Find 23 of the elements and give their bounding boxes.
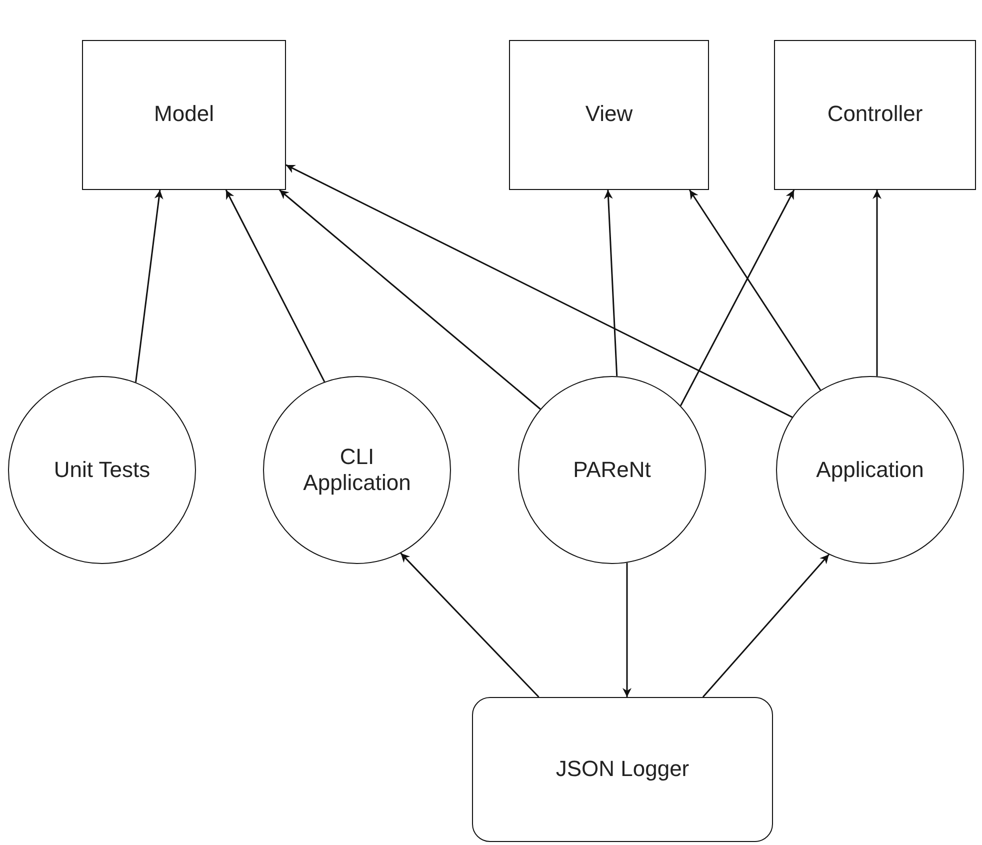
arrow: [286, 164, 793, 418]
arrow: [702, 554, 830, 698]
component-box: [774, 40, 976, 190]
arrow: [622, 562, 632, 697]
arrow: [135, 190, 164, 382]
component-box: [509, 40, 709, 190]
node-label: Application: [815, 456, 925, 484]
arrow: [680, 190, 795, 406]
node-label: Model: [153, 101, 215, 128]
arrow: [688, 190, 822, 391]
node-label: View: [584, 101, 634, 128]
node-label: PAReNt: [572, 456, 652, 484]
arrow: [225, 190, 326, 382]
node-label: JSON Logger: [554, 756, 690, 783]
node-label: Controller: [826, 101, 924, 128]
component-box: [82, 40, 286, 190]
node-label: Unit Tests: [52, 456, 152, 484]
arrow: [279, 189, 541, 410]
logger-box: [472, 697, 773, 842]
arrow: [400, 552, 540, 698]
node-label: CLI Application: [302, 444, 412, 496]
arrow: [604, 190, 618, 376]
arrow: [872, 190, 882, 376]
